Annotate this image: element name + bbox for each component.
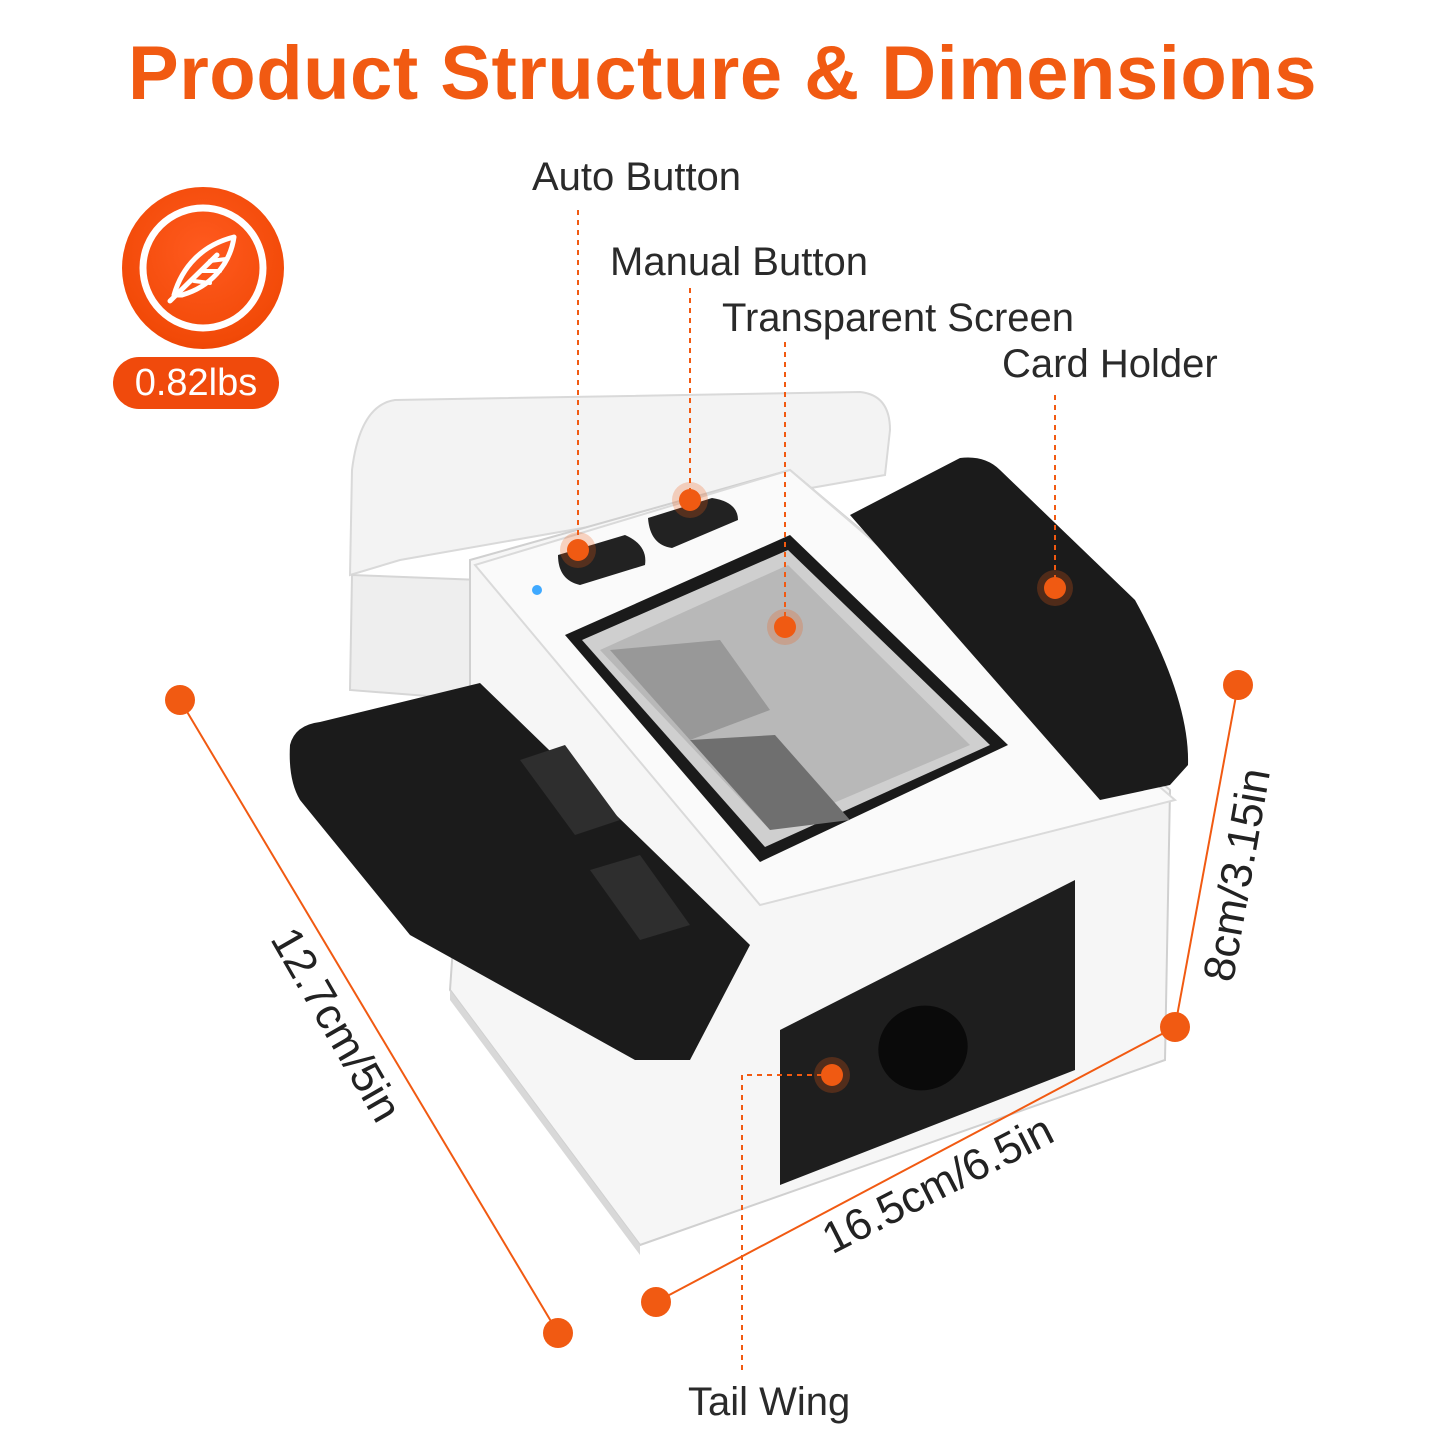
label-manual-button: Manual Button bbox=[610, 240, 868, 284]
label-tail-wing: Tail Wing bbox=[688, 1380, 851, 1424]
manual-button bbox=[648, 498, 738, 548]
feather-icon bbox=[139, 204, 267, 332]
tail-wing-hole bbox=[878, 1005, 968, 1091]
page-title: Product Structure & Dimensions bbox=[128, 31, 1317, 116]
auto-button bbox=[558, 535, 646, 585]
label-auto-button: Auto Button bbox=[532, 155, 742, 199]
status-led bbox=[532, 585, 542, 595]
label-card-holder: Card Holder bbox=[1002, 342, 1218, 386]
weight-value: 0.82lbs bbox=[113, 357, 279, 409]
label-transparent-screen: Transparent Screen bbox=[722, 296, 1075, 340]
left-card-wing bbox=[289, 683, 750, 1060]
card-holder bbox=[850, 457, 1189, 800]
weight-badge bbox=[122, 187, 284, 349]
product-back-body bbox=[348, 390, 892, 577]
